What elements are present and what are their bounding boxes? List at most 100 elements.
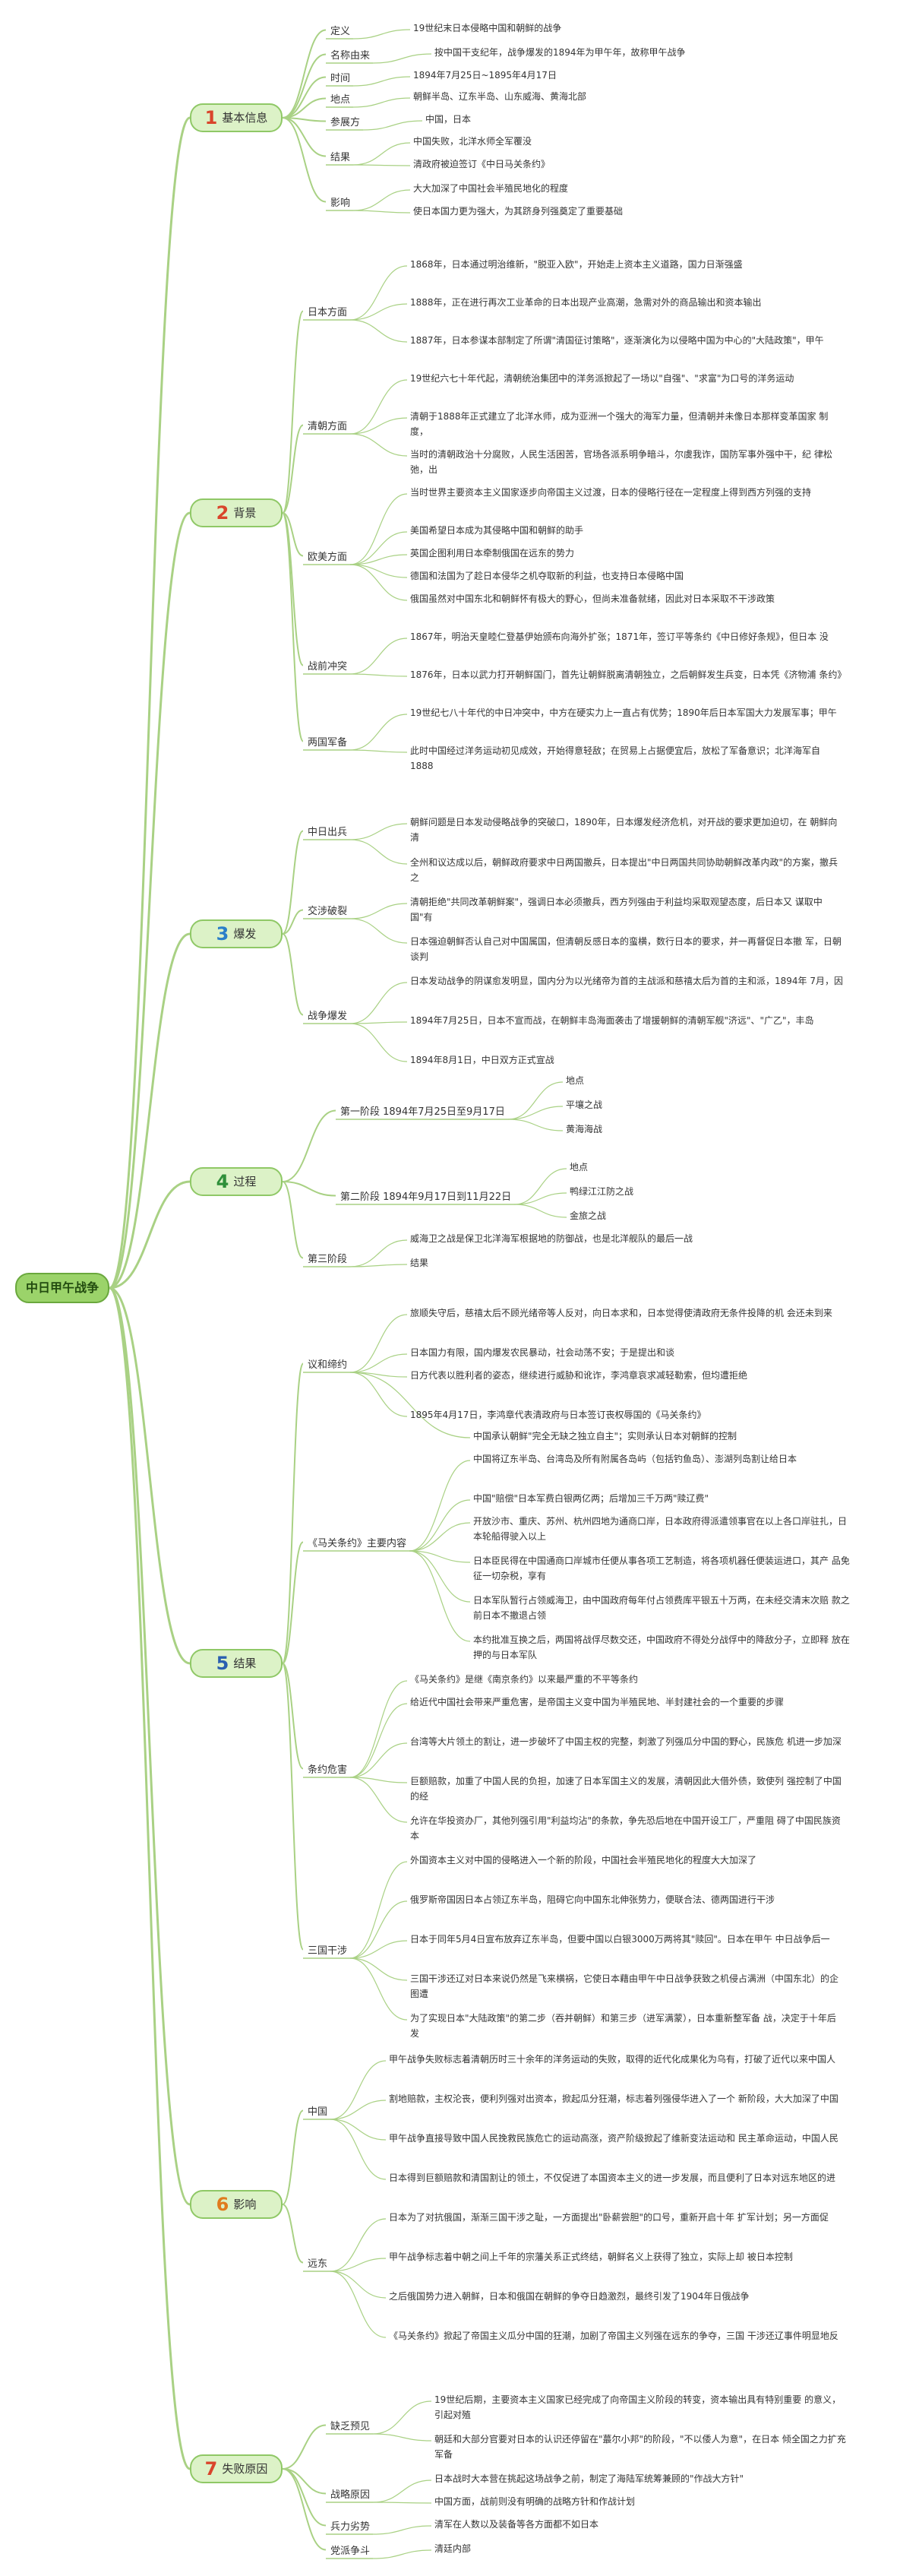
node-treaty-harm[interactable]: 条约危害 — [308, 1764, 348, 1776]
node-arms[interactable]: 两国军备 — [308, 737, 348, 748]
node-phase-1[interactable]: 第一阶段 1894年7月25日至9月17日 — [340, 1106, 505, 1118]
leaf-treaty-3: 中国"赔偿"日本军费白银两亿两；后增加三千万两"赎辽费" — [473, 1493, 709, 1504]
leaf-west-3: 英国企图利用日本牵制俄国在远东的势力 — [410, 548, 575, 559]
connector-line — [362, 120, 423, 131]
node-qing[interactable]: 清朝方面 — [308, 421, 348, 432]
node-japan[interactable]: 日本方面 — [308, 307, 348, 318]
connector-line — [349, 918, 408, 944]
node-strategy[interactable]: 战略原因 — [330, 2489, 371, 2501]
leaf-japan-1: 1868年，日本通过明治维新，"脱亚入欧"，开始走上资本主义道路，国力日渐强盛 — [410, 259, 743, 270]
connector-line — [282, 2424, 327, 2470]
connector-line — [282, 1109, 336, 1182]
connector-line — [282, 117, 327, 203]
node-war-outbreak[interactable]: 战争爆发 — [308, 1011, 348, 1022]
node-triple-intervention[interactable]: 三国干涉 — [308, 1945, 348, 1957]
node-name-origin[interactable]: 名称由来 — [330, 50, 371, 62]
leaf-qing-3: 当时的清朝政治十分腐败，人民生活困苦，官场各派系明争暗斗，尔虞我诈，国防军事外强… — [410, 449, 832, 475]
leaf-phase-1-battle-2: 黄海海战 — [566, 1124, 603, 1135]
leaf-pre-war-1: 1867年，明治天皇睦仁登基伊始颁布向海外扩张；1871年，签订平等条约《中日修… — [410, 631, 829, 642]
node-place[interactable]: 地点 — [330, 94, 351, 106]
leaf-china-1: 甲午战争失败标志着清朝历时三十余年的洋务运动的失败，取得的近代化成果化为乌有，打… — [389, 2054, 836, 2065]
connector-line — [349, 1742, 408, 1778]
connector-line — [349, 265, 408, 321]
leaf-treaty-4: 开放沙市、重庆、苏州、杭州四地为通商口岸，日本政府得派遣领事官在以上各口岸驻扎，… — [473, 1516, 848, 1542]
leaf-treaty-5: 日本臣民得在中国通商口岸城市任便从事各项工艺制造，将各项机器任便装运进口，其产 … — [473, 1555, 850, 1581]
connector-line — [349, 1023, 408, 1062]
connector-line — [330, 2218, 387, 2272]
connector-line — [372, 2400, 432, 2435]
connector-line — [349, 433, 408, 457]
leaf-war-3: 1894年8月1日，中日双方正式宣战 — [410, 1055, 554, 1065]
leaf-foresight-2: 朝廷和大部分官要对日本的认识还停留在"蕞尔小邦"的阶段，"不以倭人为意"，在日本… — [434, 2434, 846, 2460]
section-basic-info[interactable]: 1 基本信息 — [190, 103, 283, 132]
connector-line — [349, 1940, 408, 1959]
node-pre-war[interactable]: 战前冲突 — [308, 661, 348, 672]
node-impact-far-east[interactable]: 远东 — [308, 2258, 328, 2270]
connector-line — [409, 1522, 471, 1552]
connector-line — [409, 1460, 471, 1552]
connector-line — [282, 830, 304, 935]
node-parties[interactable]: 参展方 — [330, 117, 361, 128]
node-time[interactable]: 时间 — [330, 73, 351, 84]
leaf-triple-1: 俄罗斯帝国因日本占领辽东半岛，阻碍它向中国东北伸张势力，便联合法、德两国进行干涉 — [410, 1894, 775, 1905]
node-west[interactable]: 欧美方面 — [308, 552, 348, 563]
leaf-strategy-1: 日本战时大本营在挑起这场战争之前，制定了海陆军统筹兼顾的"作战大方针" — [434, 2473, 744, 2484]
connector-line — [109, 1180, 191, 1290]
connector-line — [409, 1550, 471, 1642]
leaf-west-4: 德国和法国为了趁日本侵华之机夺取新的利益，也支持日本侵略中国 — [410, 571, 684, 581]
section-label: 爆发 — [233, 927, 257, 941]
connector-line — [282, 53, 327, 119]
node-negotiation[interactable]: 交涉破裂 — [308, 906, 348, 917]
node-lack-foresight[interactable]: 缺乏预见 — [330, 2421, 371, 2432]
node-peace-talks[interactable]: 议和缔约 — [308, 1359, 348, 1371]
leaf-pre-war-2: 1876年，日本以武力打开朝鲜国门，首先让朝鲜脱离清朝独立，之后朝鲜发生兵变，日… — [410, 669, 847, 680]
section-label: 基本信息 — [222, 111, 268, 125]
leaf-china-3: 甲午战争直接导致中国人民挽救民族危亡的运动高涨，资产阶级掀起了维新变法运动和 民… — [389, 2133, 838, 2144]
connector-line — [352, 189, 411, 211]
node-phase-3[interactable]: 第三阶段 — [308, 1254, 348, 1265]
leaf-triple-3: 三国干涉还辽对日本来说仍然是飞来横祸，它使日本藉由甲午中日战争获致之机侵占满洲（… — [410, 1973, 839, 1999]
connector-line — [352, 76, 411, 87]
connector-line — [372, 2525, 432, 2535]
node-impact[interactable]: 影响 — [330, 198, 351, 209]
node-deployment[interactable]: 中日出兵 — [308, 827, 348, 838]
leaf-result-2: 清政府被迫签订《中日马关条约》 — [413, 159, 551, 169]
connector-line — [282, 1541, 304, 1664]
connector-line — [109, 511, 191, 1290]
connector-line — [349, 714, 408, 751]
connector-line — [349, 839, 408, 865]
connector-line — [282, 424, 304, 514]
connector-line — [282, 29, 327, 119]
section-number: 1 — [204, 107, 218, 128]
connector-line — [349, 303, 408, 321]
connector-line — [282, 117, 327, 122]
connector-line — [507, 1081, 564, 1120]
connector-line — [409, 1550, 471, 1603]
connector-line — [349, 1900, 408, 1959]
leaf-impact-2: 使日本国力更为强大，为其跻身列强奠定了重要基础 — [413, 206, 624, 217]
leaf-china-2: 割地赔款，主权沦丧，便利列强对出资本，掀起瓜分狂潮，标志着列强侵华进入了一个 新… — [389, 2093, 838, 2104]
connector-line — [352, 142, 411, 166]
node-phase-2[interactable]: 第二阶段 1894年9月17日到11月22日 — [340, 1191, 512, 1203]
node-party-strife[interactable]: 党派争斗 — [330, 2546, 371, 2557]
node-treaty[interactable]: 《马关条约》主要内容 — [308, 1538, 407, 1549]
connector-line — [352, 29, 411, 40]
node-definition[interactable]: 定义 — [330, 26, 351, 37]
node-impact-china[interactable]: 中国 — [308, 2106, 328, 2118]
leaf-arms-2: 此时中国经过洋务运动初见成效，开始得意轻敌；在贸易上占据便宜后，放松了军备意识；… — [410, 745, 821, 771]
connector-line — [349, 564, 408, 601]
connector-line — [352, 164, 411, 166]
root-topic[interactable]: 中日甲午战争 — [15, 1273, 109, 1303]
node-result[interactable]: 结果 — [330, 152, 351, 163]
node-force[interactable]: 兵力劣势 — [330, 2521, 371, 2533]
leaf-treaty-7: 本约批准互换之后，两国将战俘尽数交还，中国政府不得处分战俘中的降敌分子，立即释 … — [473, 1635, 850, 1660]
connector-line — [282, 1181, 336, 1197]
connector-line — [109, 932, 191, 1290]
leaf-result-1: 中国失败，北洋水师全军覆没 — [413, 136, 532, 147]
